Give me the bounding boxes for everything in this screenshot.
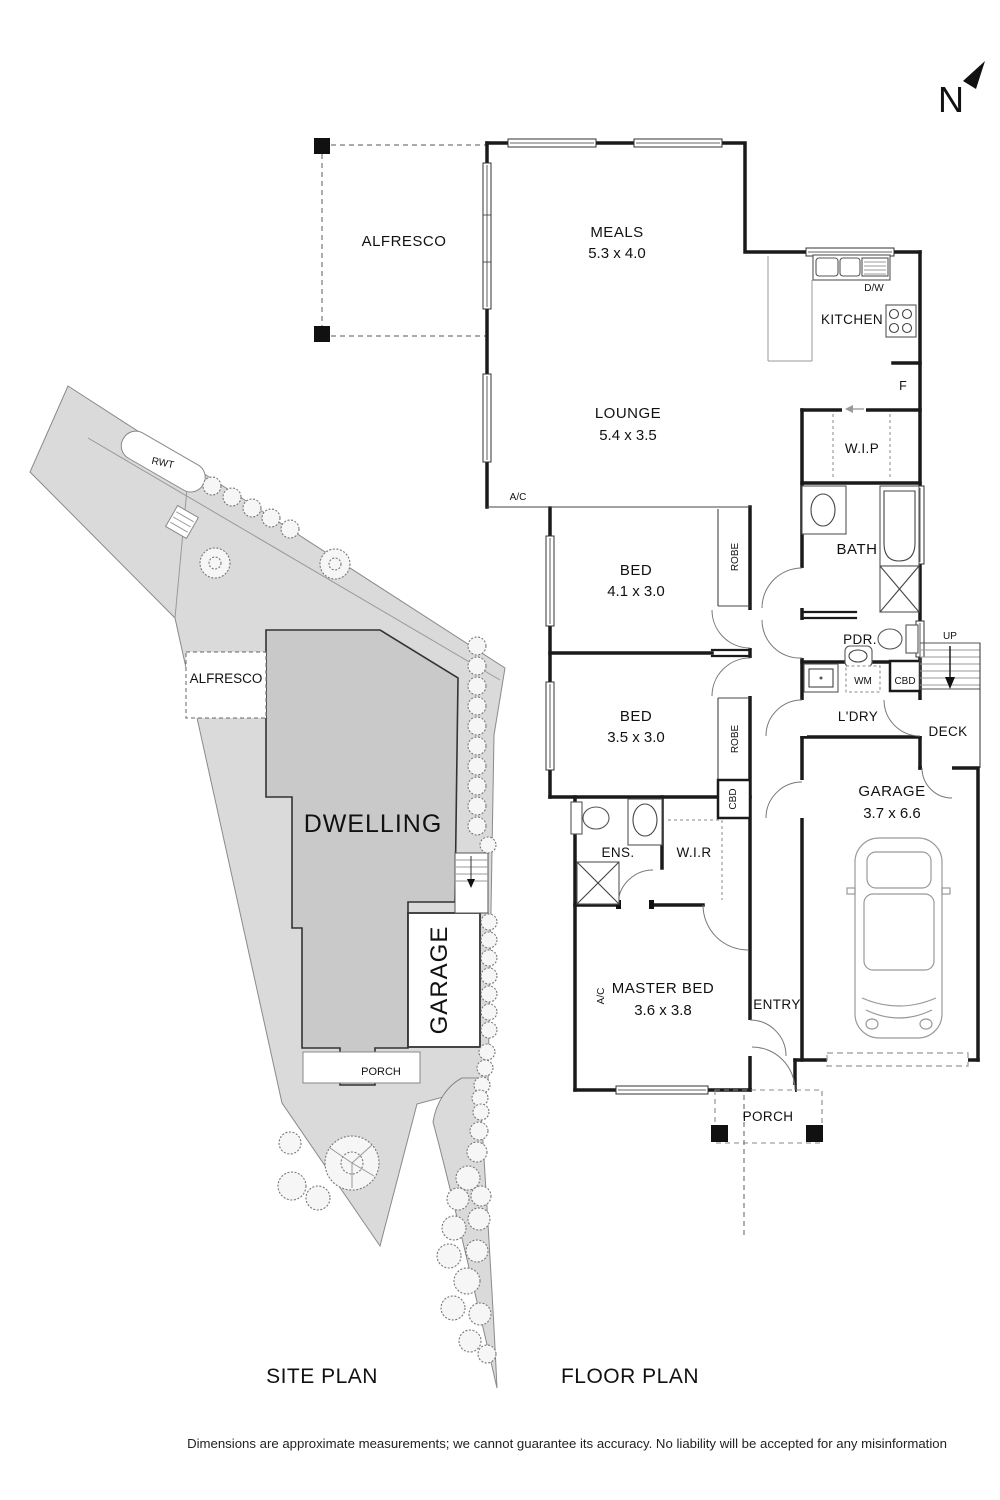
site-plan: RWT DWELLING ALFRESCO GARAGE <box>29 385 506 1389</box>
site-porch-box <box>302 1051 421 1084</box>
pdr-fixtures <box>844 624 919 668</box>
lounge-dims: 5.4 x 3.5 <box>599 427 657 444</box>
up-label: UP <box>943 631 957 642</box>
fp-alfresco <box>314 138 487 342</box>
north-label: N <box>938 79 964 120</box>
pdr-toilet <box>905 624 919 654</box>
bath-fixtures <box>801 485 920 613</box>
wir-label: W.I.R <box>677 845 712 860</box>
site-garage-box <box>407 912 481 1048</box>
site-strip-trees <box>436 1076 497 1364</box>
fp-door-arcs <box>616 567 953 1091</box>
site-plan-title: SITE PLAN <box>266 1365 378 1388</box>
fp-door-gaps <box>745 405 968 1095</box>
cbd-ldry-label: CBD <box>894 676 915 687</box>
cooktop <box>885 304 917 338</box>
bed1-dims: 4.1 x 3.0 <box>607 583 665 600</box>
site-fence-line <box>87 437 501 681</box>
master-dims: 3.6 x 3.8 <box>634 1002 692 1019</box>
site-porch-label: PORCH <box>361 1066 401 1078</box>
master-label: MASTER BED <box>612 980 715 997</box>
ac-master-label: A/C <box>596 988 607 1005</box>
dishwasher-label: D/W <box>864 283 884 294</box>
car <box>846 837 951 1039</box>
fridge-label: F <box>899 379 907 393</box>
floor-plan-title: FLOOR PLAN <box>561 1365 699 1388</box>
ens-toilet <box>570 801 583 835</box>
site-mid-trees <box>199 547 351 580</box>
site-dwelling-shape <box>265 629 459 1086</box>
fp-porch <box>711 1089 823 1238</box>
alfresco-post <box>314 326 330 342</box>
site-alfresco-box <box>185 651 267 719</box>
garage-label: GARAGE <box>858 783 925 800</box>
disclaimer-text: Dimensions are approximate measurements;… <box>187 1436 947 1451</box>
alfresco-post <box>314 138 330 154</box>
garage-door <box>826 1052 969 1067</box>
kitchen-label: KITCHEN <box>821 312 883 327</box>
meals-dims: 5.3 x 4.0 <box>588 245 646 262</box>
bathtub <box>879 485 920 567</box>
site-alfresco-label: ALFRESCO <box>190 671 263 686</box>
ens-fixtures <box>570 798 663 905</box>
robe2-label: ROBE <box>730 725 741 754</box>
wm-label: WM <box>854 676 872 687</box>
washing-machine <box>845 665 881 693</box>
site-shrub-column <box>467 636 498 1077</box>
robe1-label: ROBE <box>730 543 741 572</box>
laundry-fixtures <box>803 659 922 693</box>
ac-lounge-label: A/C <box>510 492 527 503</box>
entry-label: ENTRY <box>753 997 801 1012</box>
cbd-hall-label: CBD <box>728 788 739 809</box>
site-stairs <box>454 852 489 914</box>
wir-shelves <box>668 819 723 900</box>
robes <box>716 509 752 820</box>
garage-dims: 3.7 x 6.6 <box>863 805 921 822</box>
kitchen-fixtures <box>767 254 917 362</box>
site-dwelling-label: DWELLING <box>304 810 443 838</box>
lounge-label: LOUNGE <box>595 405 661 422</box>
deck-label: DECK <box>928 724 967 739</box>
north-arrow: N <box>938 61 985 120</box>
bed1-label: BED <box>620 562 652 579</box>
deck-stairs <box>919 642 981 768</box>
porch-post <box>806 1125 823 1142</box>
pdr-label: PDR. <box>843 632 877 647</box>
site-utility-box <box>164 504 200 540</box>
rwt-label: RWT <box>150 456 174 471</box>
bed2-label: BED <box>620 708 652 725</box>
site-shrub-row <box>202 476 300 539</box>
bath-label: BATH <box>837 541 878 558</box>
floor-plan: ALFRESCO MEALS 5.3 x 4.0 KITCHEN D/W F L… <box>314 138 981 1238</box>
hall-cupboard <box>716 778 752 820</box>
site-wedge-trees <box>277 1131 380 1211</box>
alfresco-label: ALFRESCO <box>362 233 447 250</box>
fp-wip-details <box>832 405 891 479</box>
ens-vanity <box>627 798 663 846</box>
ldry-label: L'DRY <box>838 709 878 724</box>
porch-post <box>711 1125 728 1142</box>
wip-label: W.I.P <box>845 441 879 456</box>
north-arrow-icon <box>963 61 985 89</box>
ens-label: ENS. <box>601 845 634 860</box>
fp-walls <box>485 141 980 1092</box>
bath-vanity <box>801 485 847 535</box>
fp-windows <box>482 138 925 1095</box>
ldry-cupboard <box>888 659 922 693</box>
porch-label: PORCH <box>743 1109 794 1124</box>
meals-label: MEALS <box>590 224 643 241</box>
site-fence-line-2 <box>174 477 189 619</box>
bed2-dims: 3.5 x 3.0 <box>607 729 665 746</box>
site-garage-label: GARAGE <box>426 926 453 1035</box>
